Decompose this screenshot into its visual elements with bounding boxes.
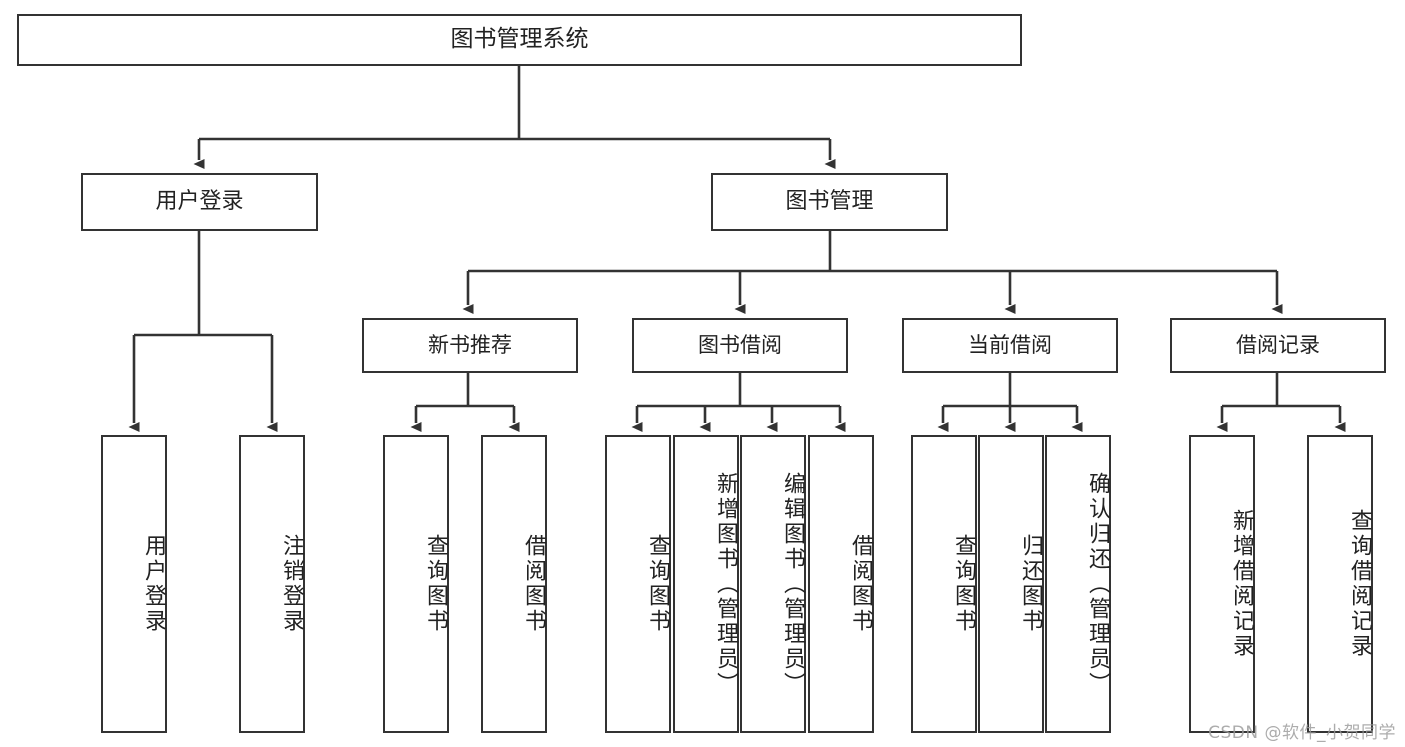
leaf-edit-book-label: 编辑图书（管理员） [780,471,805,697]
leaf-query-book-3-label: 查询图书 [951,534,976,634]
leaf-user-login-label: 用户登录 [141,534,166,634]
leaf-query-book-1[interactable]: 查询图书 [383,435,449,733]
node-new-book-rec-label: 新书推荐 [428,332,512,357]
edges-borrowrecord-to-leaves [1216,373,1346,432]
node-root[interactable]: 图书管理系统 [17,14,1022,66]
node-borrow-record[interactable]: 借阅记录 [1170,318,1386,373]
leaf-add-record-label: 新增借阅记录 [1229,509,1254,659]
leaf-edit-book[interactable]: 编辑图书（管理员） [740,435,806,733]
node-current-borrow-label: 当前借阅 [968,332,1052,357]
node-root-label: 图书管理系统 [450,26,589,53]
leaf-add-book-label: 新增图书（管理员） [713,471,738,697]
leaf-borrow-book-1-label: 借阅图书 [521,534,546,634]
leaf-return-book[interactable]: 归还图书 [978,435,1044,733]
leaf-borrow-book-2-label: 借阅图书 [848,534,873,634]
leaf-add-record[interactable]: 新增借阅记录 [1189,435,1255,733]
leaf-return-book-label: 归还图书 [1018,534,1043,634]
node-new-book-rec[interactable]: 新书推荐 [362,318,578,373]
node-user-login[interactable]: 用户登录 [81,173,318,231]
leaf-user-logout[interactable]: 注销登录 [239,435,305,733]
edges-bookmanage-to-level3 [462,231,1283,314]
watermark: CSDN @软件_小贺同学 [1208,723,1396,743]
node-current-borrow[interactable]: 当前借阅 [902,318,1118,373]
leaf-query-book-2-label: 查询图书 [645,534,670,634]
leaf-query-book-1-label: 查询图书 [423,534,448,634]
node-user-login-label: 用户登录 [155,188,244,214]
node-borrow-record-label: 借阅记录 [1236,332,1320,357]
edges-userlogin-to-leaves [128,231,278,432]
edges-root-to-level2 [193,66,836,169]
leaf-user-logout-label: 注销登录 [279,534,304,634]
leaf-confirm-return-label: 确认归还（管理员） [1085,471,1110,697]
leaf-query-record[interactable]: 查询借阅记录 [1307,435,1373,733]
node-book-manage[interactable]: 图书管理 [711,173,948,231]
node-book-borrow[interactable]: 图书借阅 [632,318,848,373]
node-book-borrow-label: 图书借阅 [698,332,782,357]
edges-newbookrec-to-leaves [410,373,520,432]
leaf-confirm-return[interactable]: 确认归还（管理员） [1045,435,1111,733]
node-book-manage-label: 图书管理 [785,188,874,214]
leaf-borrow-book-1[interactable]: 借阅图书 [481,435,547,733]
edges-bookborrow-to-leaves [631,373,846,432]
leaf-query-record-label: 查询借阅记录 [1347,509,1372,659]
leaf-borrow-book-2[interactable]: 借阅图书 [808,435,874,733]
leaf-add-book[interactable]: 新增图书（管理员） [673,435,739,733]
leaf-user-login[interactable]: 用户登录 [101,435,167,733]
edges-currentborrow-to-leaves [937,373,1083,432]
leaf-query-book-2[interactable]: 查询图书 [605,435,671,733]
leaf-query-book-3[interactable]: 查询图书 [911,435,977,733]
